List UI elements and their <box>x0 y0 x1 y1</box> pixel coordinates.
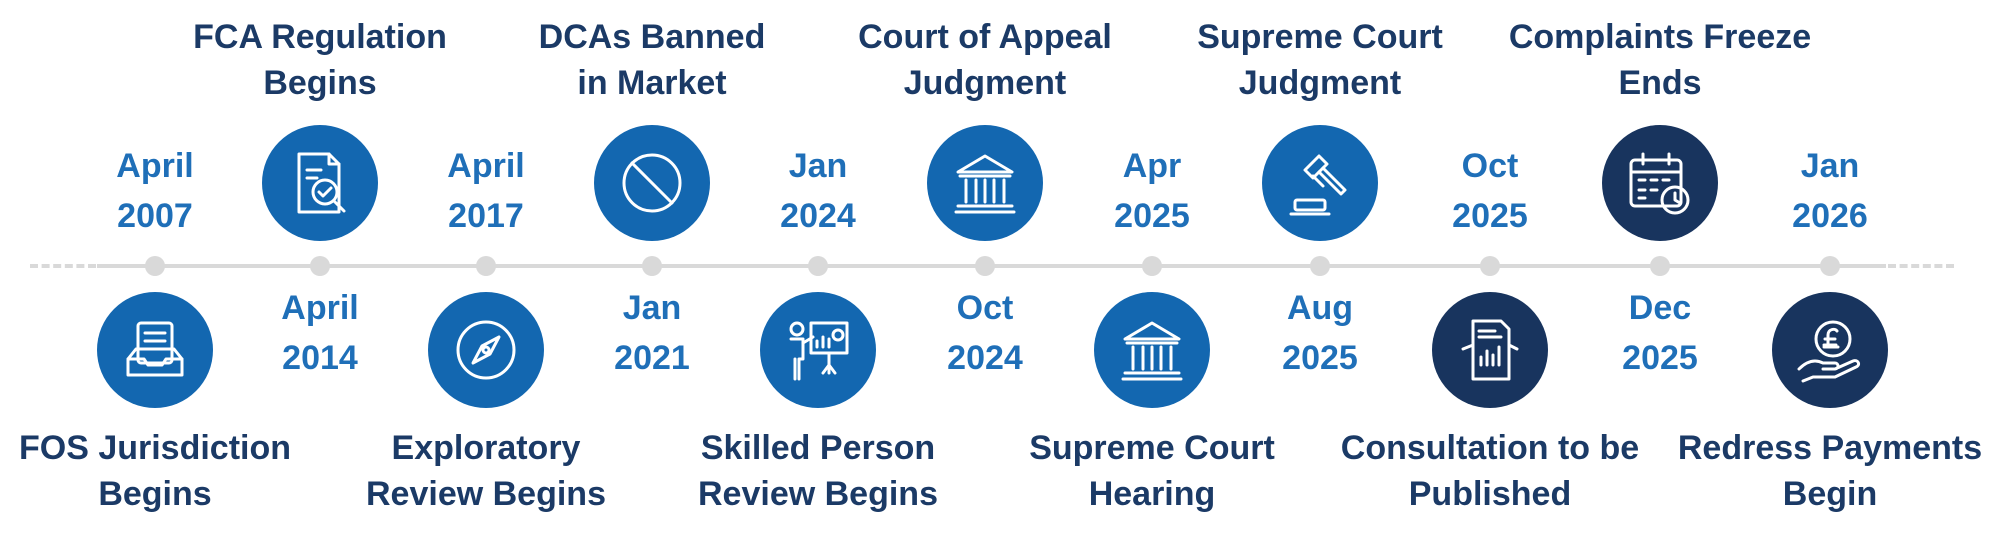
event-title-line: Hearing <box>1088 475 1216 513</box>
event-date: Apr 2025 <box>1114 141 1190 241</box>
event-title-line: Complaints Freeze <box>1508 18 1812 56</box>
event-title-line: Review Begins <box>698 475 938 513</box>
timeline-dot <box>1142 256 1162 276</box>
event-date-line: 2025 <box>1452 197 1528 235</box>
event-date-line: 2007 <box>117 197 193 235</box>
event-title: DCAs Banned in Market <box>539 14 766 106</box>
courthouse-icon <box>927 125 1043 241</box>
event-title-line: Supreme Court <box>1029 429 1275 467</box>
timeline-dot <box>1310 256 1330 276</box>
event-date-line: 2014 <box>282 339 358 377</box>
hand-pound-coin-icon <box>1772 292 1888 408</box>
event-title-line: Consultation to be <box>1340 429 1640 467</box>
timeline-dot <box>1480 256 1500 276</box>
timeline-dot <box>1650 256 1670 276</box>
event-date-line: Aug <box>1286 289 1354 327</box>
event-title-line: Begins <box>263 64 377 102</box>
axis-left-dashes <box>30 264 96 268</box>
event-date-line: 2025 <box>1282 339 1358 377</box>
event-date-line: April <box>447 147 525 185</box>
timeline-dot <box>476 256 496 276</box>
calendar-clock-icon <box>1602 125 1718 241</box>
timeline-dot <box>642 256 662 276</box>
event-date: Oct 2024 <box>947 283 1023 383</box>
event-title-line: Review Begins <box>366 475 606 513</box>
event-date-line: 2026 <box>1792 197 1868 235</box>
event-date: April 2014 <box>281 283 358 383</box>
event-date-line: 2017 <box>448 197 524 235</box>
event-date: Oct 2025 <box>1452 141 1528 241</box>
courthouse-icon <box>1094 292 1210 408</box>
prohibited-icon <box>594 125 710 241</box>
timeline-dot <box>145 256 165 276</box>
event-date-line: 2025 <box>1114 197 1190 235</box>
document-search-check-icon <box>262 125 378 241</box>
event-date: Dec 2025 <box>1622 283 1698 383</box>
event-date-line: Oct <box>1461 147 1519 185</box>
compass-icon <box>428 292 544 408</box>
event-date: Aug 2025 <box>1282 283 1358 383</box>
event-date-line: 2024 <box>947 339 1023 377</box>
event-date-line: Dec <box>1628 289 1692 327</box>
event-title-line: Ends <box>1618 64 1702 102</box>
report-document-icon <box>1432 292 1548 408</box>
event-title: Consultation to be Published <box>1341 425 1639 517</box>
timeline-dot <box>808 256 828 276</box>
event-title-line: Judgment <box>1238 64 1402 102</box>
event-date-line: Apr <box>1122 147 1182 185</box>
event-date-line: April <box>281 289 359 327</box>
event-title-line: DCAs Banned <box>538 18 766 56</box>
presentation-icon <box>760 292 876 408</box>
event-title-line: Redress Payments <box>1677 429 1983 467</box>
event-title-line: Skilled Person <box>700 429 936 467</box>
event-date-line: 2025 <box>1622 339 1698 377</box>
event-date: Jan 2026 <box>1792 141 1868 241</box>
event-title-line: Begins <box>98 475 212 513</box>
event-date-line: Jan <box>1800 147 1860 185</box>
event-title-line: in Market <box>577 64 727 102</box>
event-date-line: Jan <box>788 147 848 185</box>
event-date-line: April <box>116 147 194 185</box>
event-title-line: Published <box>1408 475 1572 513</box>
axis-right-dashes <box>1888 264 1954 268</box>
event-date: Jan 2021 <box>614 283 690 383</box>
timeline-dot <box>975 256 995 276</box>
event-title-line: Supreme Court <box>1197 18 1443 56</box>
inbox-document-icon <box>97 292 213 408</box>
event-date-line: Jan <box>622 289 682 327</box>
event-title-line: Judgment <box>903 64 1067 102</box>
event-title-line: Court of Appeal <box>858 18 1112 56</box>
event-date-line: 2024 <box>780 197 856 235</box>
event-date-line: 2021 <box>614 339 690 377</box>
timeline-dot <box>310 256 330 276</box>
event-title-line: Exploratory <box>391 429 581 467</box>
event-title-line: FOS Jurisdiction <box>18 429 292 467</box>
event-date: April 2017 <box>447 141 524 241</box>
event-title-line: FCA Regulation <box>193 18 447 56</box>
event-date: April 2007 <box>116 141 193 241</box>
event-date-line: Oct <box>956 289 1014 327</box>
gavel-icon <box>1262 125 1378 241</box>
timeline-dot <box>1820 256 1840 276</box>
event-title-line: Begin <box>1782 475 1878 513</box>
event-date: Jan 2024 <box>780 141 856 241</box>
